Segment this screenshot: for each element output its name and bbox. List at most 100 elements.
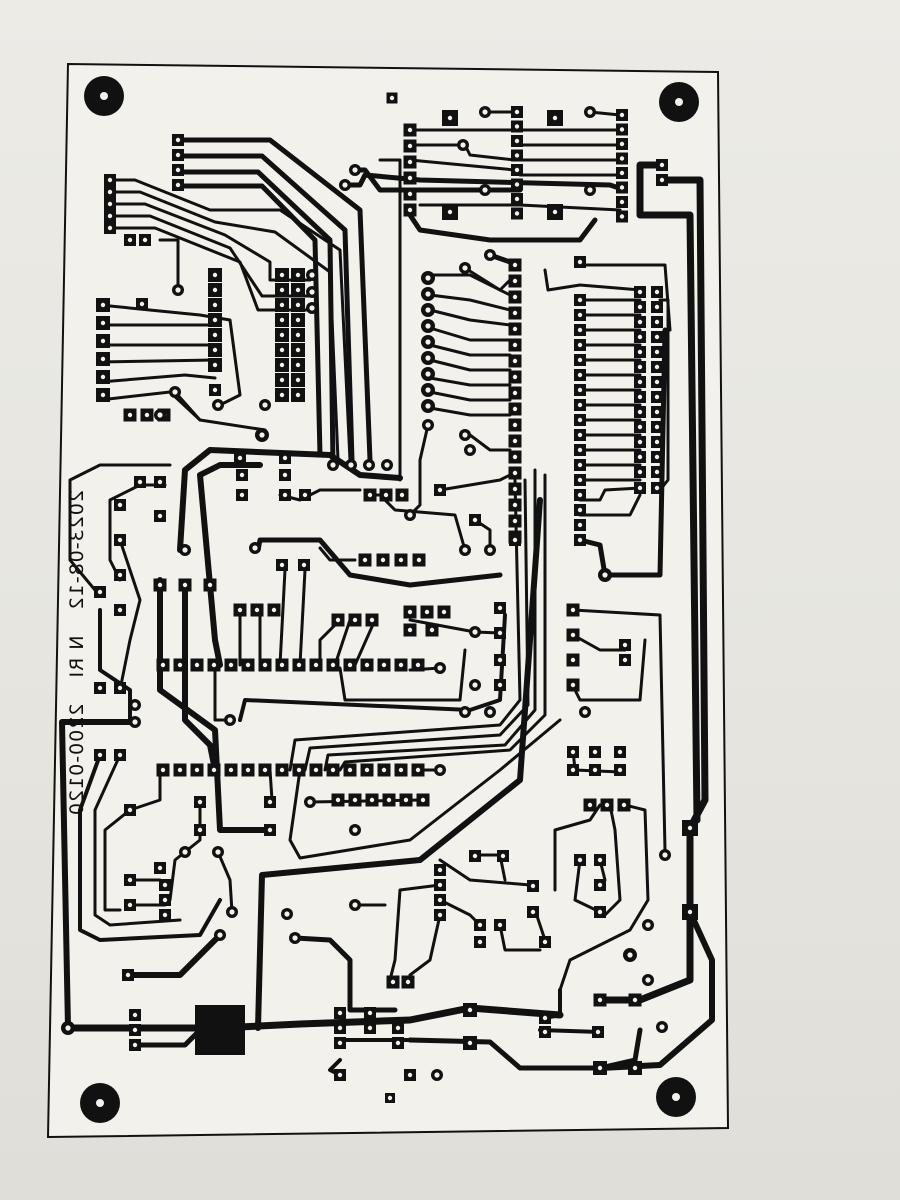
pad-hole	[132, 1012, 138, 1018]
pad-hole	[472, 853, 478, 859]
pad-hole	[245, 662, 251, 668]
pad-hole	[621, 802, 627, 808]
pad-hole	[425, 323, 431, 329]
pad-hole	[405, 979, 411, 985]
pad-hole	[420, 797, 426, 803]
pad-hole	[282, 472, 288, 478]
pad-hole	[107, 213, 113, 219]
pad-hole	[577, 432, 583, 438]
pad-hole	[239, 492, 245, 498]
pad-hole	[645, 977, 651, 983]
pad-hole	[592, 767, 598, 773]
pad-hole	[381, 767, 387, 773]
pad-hole	[127, 412, 133, 418]
pad-hole	[462, 709, 468, 715]
pad-hole	[530, 883, 536, 889]
pad-hole	[367, 492, 373, 498]
pad-hole	[462, 547, 468, 553]
pad-hole	[637, 409, 643, 415]
pad-hole	[407, 627, 413, 633]
pad-hole	[425, 387, 431, 393]
pad-hole	[477, 939, 483, 945]
pad-hole	[512, 310, 518, 316]
pad-hole	[597, 997, 603, 1003]
pad-hole	[497, 682, 503, 688]
pad-hole	[487, 709, 493, 715]
pad-hole	[295, 377, 301, 383]
pad-hole	[654, 319, 660, 325]
pad-hole	[212, 347, 218, 353]
pad-hole	[482, 109, 488, 115]
pad-hole	[577, 507, 583, 513]
pad-hole	[619, 170, 625, 176]
pad-hole	[215, 402, 221, 408]
pad-hole	[132, 702, 138, 708]
pad-hole	[279, 377, 285, 383]
pad-hole	[577, 387, 583, 393]
pad-hole	[619, 127, 625, 132]
pad-hole	[97, 589, 103, 595]
pad-hole	[512, 537, 518, 543]
pad-hole	[687, 909, 693, 915]
pad-hole	[369, 797, 375, 803]
pad-hole	[162, 882, 168, 888]
pad-hole	[245, 767, 251, 773]
pad-hole	[399, 492, 405, 498]
pad-hole	[577, 297, 583, 303]
pad-hole	[295, 272, 301, 278]
pad-hole	[369, 617, 375, 623]
mounting-holes	[80, 76, 699, 1123]
pad-hole	[207, 582, 213, 588]
pad-hole	[662, 852, 668, 858]
board-label: 2023-08-12 N RI 2200-0120	[66, 490, 88, 850]
pad-hole	[182, 849, 188, 855]
pad-hole	[577, 492, 583, 498]
pad-hole	[434, 1072, 440, 1078]
pad-hole	[577, 522, 583, 528]
pad-hole	[627, 952, 633, 958]
pad-hole	[659, 1024, 665, 1030]
pad-hole	[512, 470, 518, 476]
pad-hole	[570, 607, 576, 613]
pad-hole	[487, 252, 493, 258]
pad-hole	[577, 327, 583, 333]
pad-hole	[415, 662, 421, 668]
pad-hole	[229, 909, 235, 915]
pad-hole	[389, 95, 395, 101]
pad-hole	[107, 177, 113, 183]
pad-hole	[301, 562, 307, 568]
pad-hole	[212, 387, 218, 393]
pad-hole	[279, 767, 285, 773]
pad-hole	[587, 802, 593, 808]
pad-hole	[127, 807, 133, 813]
pad-hole	[212, 272, 218, 278]
pad-hole	[262, 662, 268, 668]
pad-hole	[352, 902, 358, 908]
pad-hole	[162, 897, 168, 903]
pad-hole	[182, 547, 188, 553]
pad-hole	[228, 662, 234, 668]
pad-hole	[239, 472, 245, 478]
pad-hole	[347, 767, 353, 773]
pad-hole	[570, 749, 576, 755]
pad-hole	[407, 191, 413, 197]
pad-hole	[654, 334, 660, 340]
pad-hole	[637, 304, 643, 310]
pad-hole	[279, 347, 285, 353]
pad-hole	[366, 462, 372, 468]
pad-hole	[637, 364, 643, 370]
pad-hole	[175, 167, 181, 173]
pad-hole	[262, 402, 268, 408]
board-label-code: 2200-0120	[66, 703, 88, 817]
pad-hole	[335, 617, 341, 623]
pad-hole	[117, 572, 123, 578]
pad-hole	[137, 479, 143, 485]
pad-hole	[309, 289, 315, 295]
pad-hole	[100, 374, 106, 380]
pad-hole	[637, 394, 643, 400]
pad-hole	[337, 1040, 343, 1046]
pad-hole	[577, 372, 583, 378]
pad-hole	[512, 518, 518, 524]
pad-hole	[157, 479, 163, 485]
pad-hole	[65, 1025, 71, 1031]
